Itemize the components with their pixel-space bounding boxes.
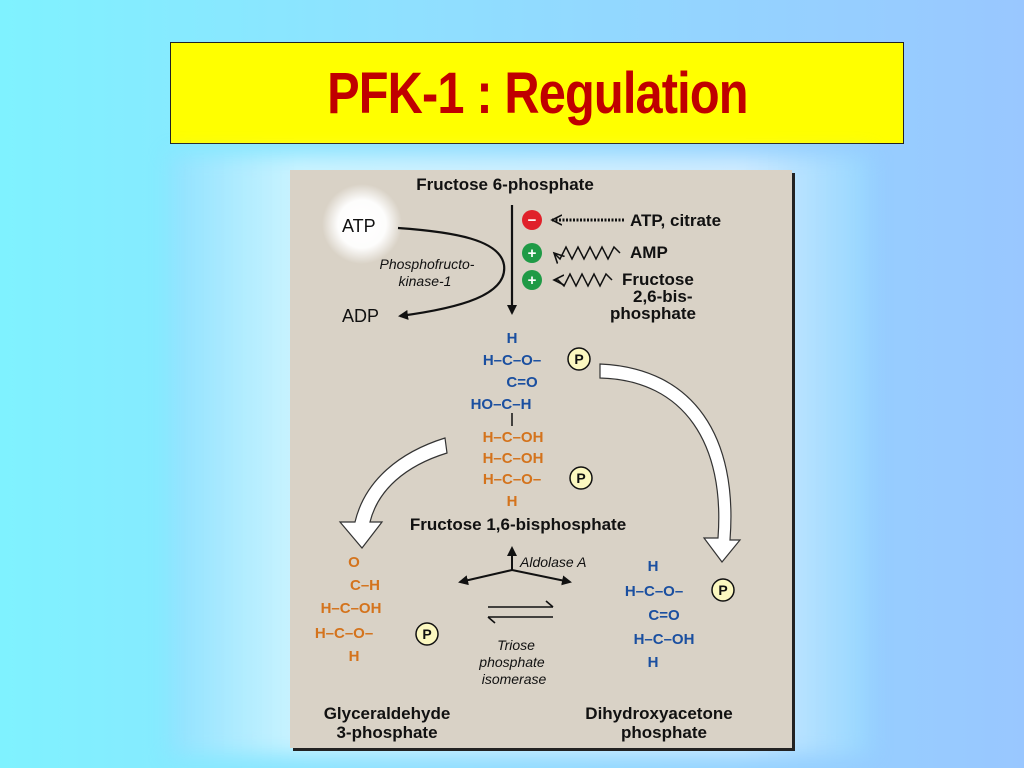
f16bp-c1-top: H — [507, 330, 518, 347]
phosphate-label-g3p: P — [422, 626, 431, 642]
title-box: PFK-1 : Regulation — [170, 42, 904, 144]
activator2-arrow — [554, 272, 613, 288]
activator2-badge — [522, 270, 542, 290]
activator2-label-line1: Fructose — [622, 270, 694, 289]
phosphate-label-1: P — [574, 351, 583, 367]
g3p-r5: H — [349, 648, 360, 665]
aldolase-arrow-left — [458, 569, 513, 586]
enzyme-label-line1: Phosphofructo- — [380, 256, 475, 272]
atp-glow — [322, 184, 402, 264]
slide-title: PFK-1 : Regulation — [326, 60, 748, 126]
product-label: Fructose 1,6-bisphosphate — [410, 515, 626, 534]
atp-label: ATP — [342, 216, 376, 236]
activator1-badge — [522, 243, 542, 263]
glycolysis-diagram: Fructose 6-phosphate ATP ADP Phosphofruc… — [315, 175, 742, 742]
g3p-label-line1: Glyceraldehyde — [324, 704, 451, 723]
equilibrium-hook-left — [487, 616, 496, 624]
f16bp-c1: H–C–O– — [483, 352, 541, 369]
activator2-label-line2: 2,6-bis- — [633, 287, 693, 306]
isomerase-line1: Triose — [497, 637, 535, 653]
isomerase-line3: isomerase — [482, 671, 547, 687]
dhap-r5: H — [648, 654, 659, 671]
substrate-label: Fructose 6-phosphate — [416, 175, 594, 194]
g3p-r2: C–H — [350, 577, 380, 594]
g3p-r3: H–C–OH — [321, 600, 382, 617]
aldolase-arrow-right — [511, 569, 572, 586]
activator1-label: AMP — [630, 243, 668, 262]
activator1-arrow — [554, 245, 621, 259]
inhibitor-label: ATP, citrate — [630, 211, 721, 230]
activator1-sign: + — [528, 245, 537, 262]
equilibrium-hook-right — [545, 600, 554, 608]
dhap-r4: H–C–OH — [634, 631, 695, 648]
left-curved-arrow — [338, 437, 448, 549]
dhap-structure: H H–C–O– C=O H–C–OH H — [625, 558, 695, 671]
g3p-structure: O C–H H–C–OH H–C–O– H — [315, 554, 382, 665]
f16bp-c6-bottom: H — [507, 493, 518, 510]
aldolase-label: Aldolase A — [519, 554, 586, 570]
g3p-label-line2: 3-phosphate — [336, 723, 437, 742]
f16bp-c5: H–C–OH — [483, 450, 544, 467]
activator2-label-line3: phosphate — [610, 304, 696, 323]
g3p-r4: H–C–O– — [315, 625, 373, 642]
inhibitor-sign: − — [528, 212, 537, 229]
activator2-sign: + — [528, 272, 537, 289]
inhibitor-badge — [522, 210, 542, 230]
phosphate-badge-g3p — [415, 622, 439, 646]
f16bp-c2: C=O — [506, 374, 538, 391]
f16bp-structure: H H–C–O– C=O HO–C–H H–C–OH H–C–OH H–C–O–… — [471, 330, 544, 510]
phosphate-label-6: P — [576, 470, 585, 486]
phosphate-label-dhap: P — [718, 582, 727, 598]
dhap-r1: H — [648, 558, 659, 575]
enzyme-label-line2: kinase-1 — [399, 273, 452, 289]
f16bp-c3: HO–C–H — [471, 396, 532, 413]
g3p-r1: O — [348, 554, 360, 571]
phosphate-badge-1 — [567, 347, 591, 371]
dhap-r3: C=O — [648, 607, 680, 624]
dhap-label-line1: Dihydroxyacetone — [585, 704, 732, 723]
isomerase-line2: phosphate — [478, 654, 545, 670]
phosphate-badge-6 — [569, 466, 593, 490]
dhap-r2: H–C–O– — [625, 583, 683, 600]
diagram-panel: Fructose 6-phosphate ATP ADP Phosphofruc… — [290, 170, 792, 748]
atp-to-adp-arrow — [397, 226, 506, 320]
right-curved-arrow — [599, 363, 742, 563]
phosphate-badge-dhap — [711, 578, 735, 602]
f16bp-c6: H–C–O– — [483, 471, 541, 488]
f16bp-c4: H–C–OH — [483, 429, 544, 446]
adp-label: ADP — [342, 306, 379, 326]
dhap-label-line2: phosphate — [621, 723, 707, 742]
